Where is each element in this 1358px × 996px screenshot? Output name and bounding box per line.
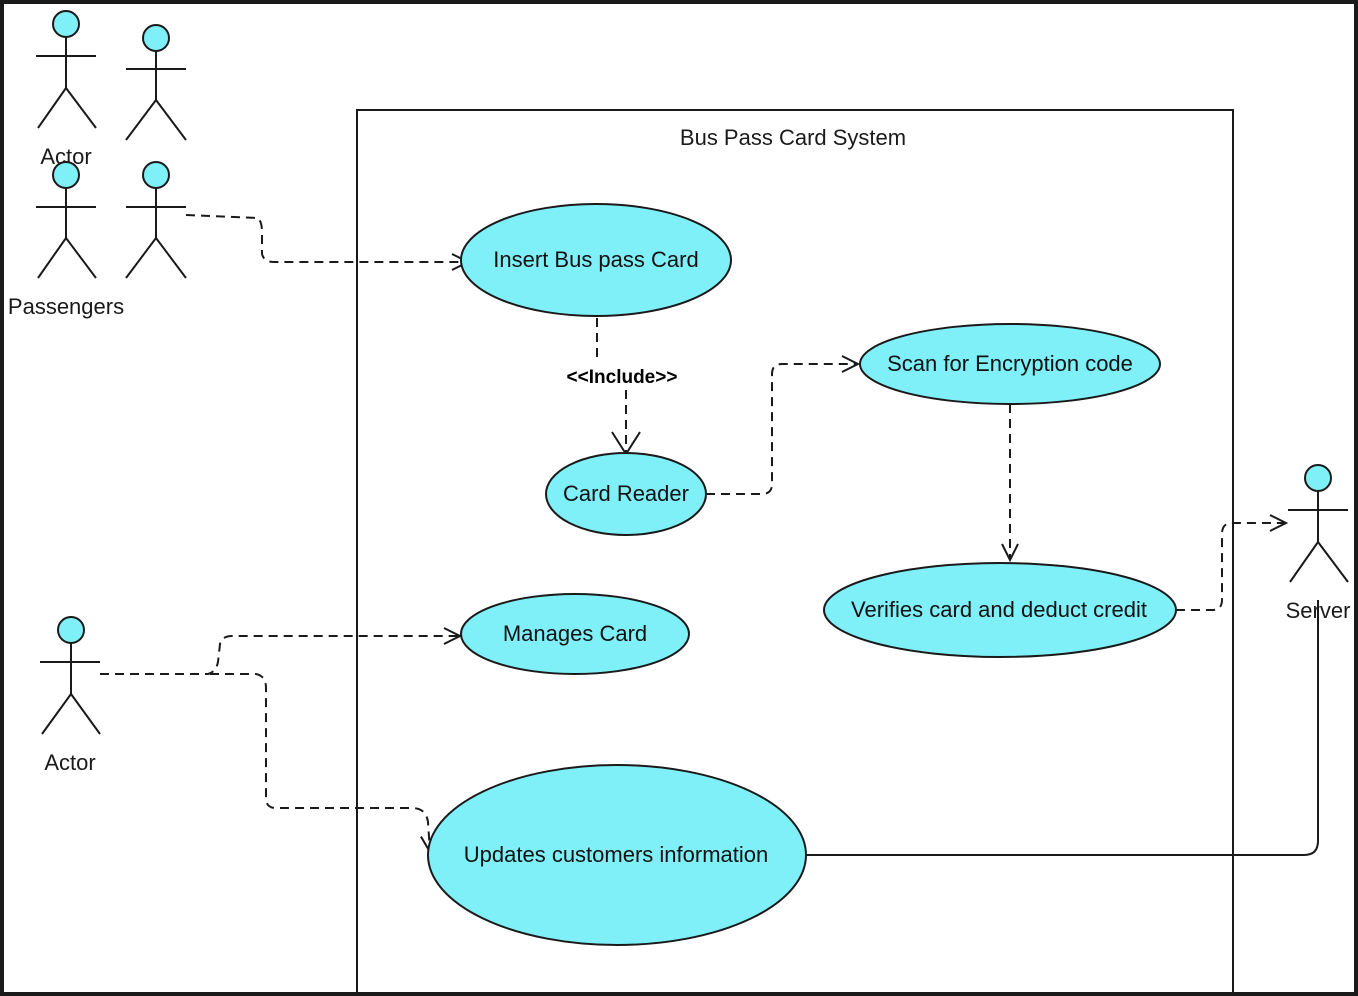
actor-figure[interactable] <box>36 10 97 129</box>
use-case-label: Scan for Encryption code <box>887 351 1133 376</box>
use-case-label: Manages Card <box>503 621 647 646</box>
actor-figure[interactable] <box>125 24 187 141</box>
include-stereotype-label: <<Include>> <box>567 367 678 388</box>
admin-to-manages-card-connector <box>100 636 460 675</box>
use-case-label: Verifies card and deduct credit <box>851 597 1147 622</box>
use-case-updates-info[interactable]: Updates customers information <box>427 764 807 946</box>
use-case-scan-encryption[interactable]: Scan for Encryption code <box>859 323 1161 405</box>
card-reader-to-scan-connector <box>706 364 858 495</box>
admin-to-updates-info-connector <box>210 673 430 852</box>
admin-actor-label: Actor <box>44 750 95 775</box>
use-case-label: Updates customers information <box>464 842 768 867</box>
system-title: Bus Pass Card System <box>680 125 906 150</box>
use-case-manages-card[interactable]: Manages Card <box>460 593 690 675</box>
passenger-actor-figure[interactable] <box>125 161 187 279</box>
admin-actor-figure[interactable] <box>40 616 101 735</box>
updates-info-to-server-connector <box>806 600 1319 856</box>
passenger-actor-figure[interactable] <box>36 161 97 279</box>
use-case-label: Insert Bus pass Card <box>493 247 698 272</box>
verify-to-server-connector <box>1176 523 1286 611</box>
server-actor-figure[interactable] <box>1288 464 1349 583</box>
use-case-card-reader[interactable]: Card Reader <box>545 452 707 536</box>
use-case-insert-card[interactable]: Insert Bus pass Card <box>460 203 732 317</box>
use-case-label: Card Reader <box>563 481 689 506</box>
include-connector <box>596 318 627 454</box>
passengers-to-insert-card-connector <box>185 214 468 262</box>
system-boundary <box>356 109 1234 995</box>
use-case-verify-card[interactable]: Verifies card and deduct credit <box>823 562 1177 658</box>
passengers-label: Passengers <box>8 294 124 319</box>
